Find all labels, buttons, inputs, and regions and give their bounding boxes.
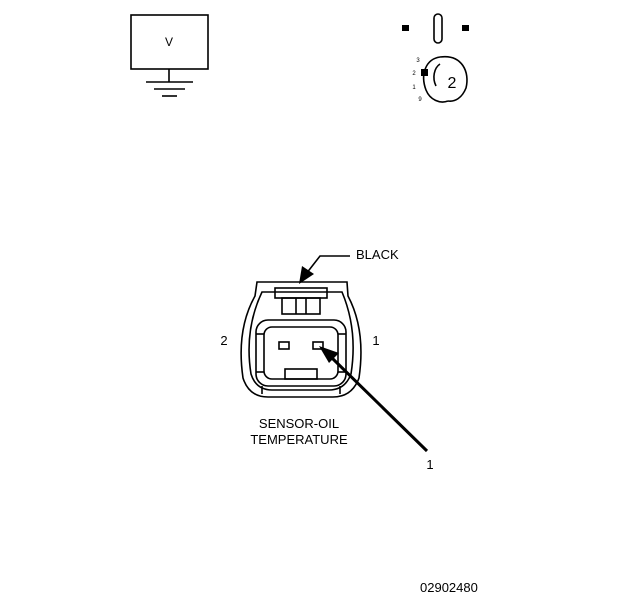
figure-id: 02902480 xyxy=(420,580,478,595)
connector-body-icon xyxy=(240,281,362,398)
callout-number: 1 xyxy=(426,457,433,472)
voltmeter: V xyxy=(130,14,209,97)
component-name-line2: TEMPERATURE xyxy=(250,432,348,447)
component-name-line1: SENSOR-OIL xyxy=(259,416,339,431)
pin-label-left: 2 xyxy=(220,333,227,348)
color-arrow-icon xyxy=(299,266,314,284)
pin-label-right: 1 xyxy=(372,333,379,348)
switch-position-2: 2 xyxy=(412,71,416,77)
ground-icon xyxy=(146,69,193,97)
connector-color-label: BLACK xyxy=(356,247,399,262)
switch-selected-value: 2 xyxy=(448,75,457,92)
voltmeter-symbol: V xyxy=(165,35,173,49)
rotary-knob-icon xyxy=(422,56,468,103)
terminal-pin-1 xyxy=(312,341,324,350)
rotary-indicator-icon xyxy=(402,13,469,44)
switch-position-9: 9 xyxy=(418,97,422,103)
rotary-switch: 3 2 1 9 2 xyxy=(402,13,469,103)
switch-position-1: 1 xyxy=(412,85,416,91)
connector: BLACK 2 1 SENSOR-OIL TEMPERATURE 1 xyxy=(220,247,433,472)
terminal-pin-2 xyxy=(278,341,290,350)
callout-leader-line xyxy=(330,356,429,453)
switch-position-3: 3 xyxy=(416,58,420,64)
callout-arrow-icon xyxy=(319,346,339,363)
color-leader-line xyxy=(305,255,350,275)
switch-pointer-icon xyxy=(421,69,428,76)
